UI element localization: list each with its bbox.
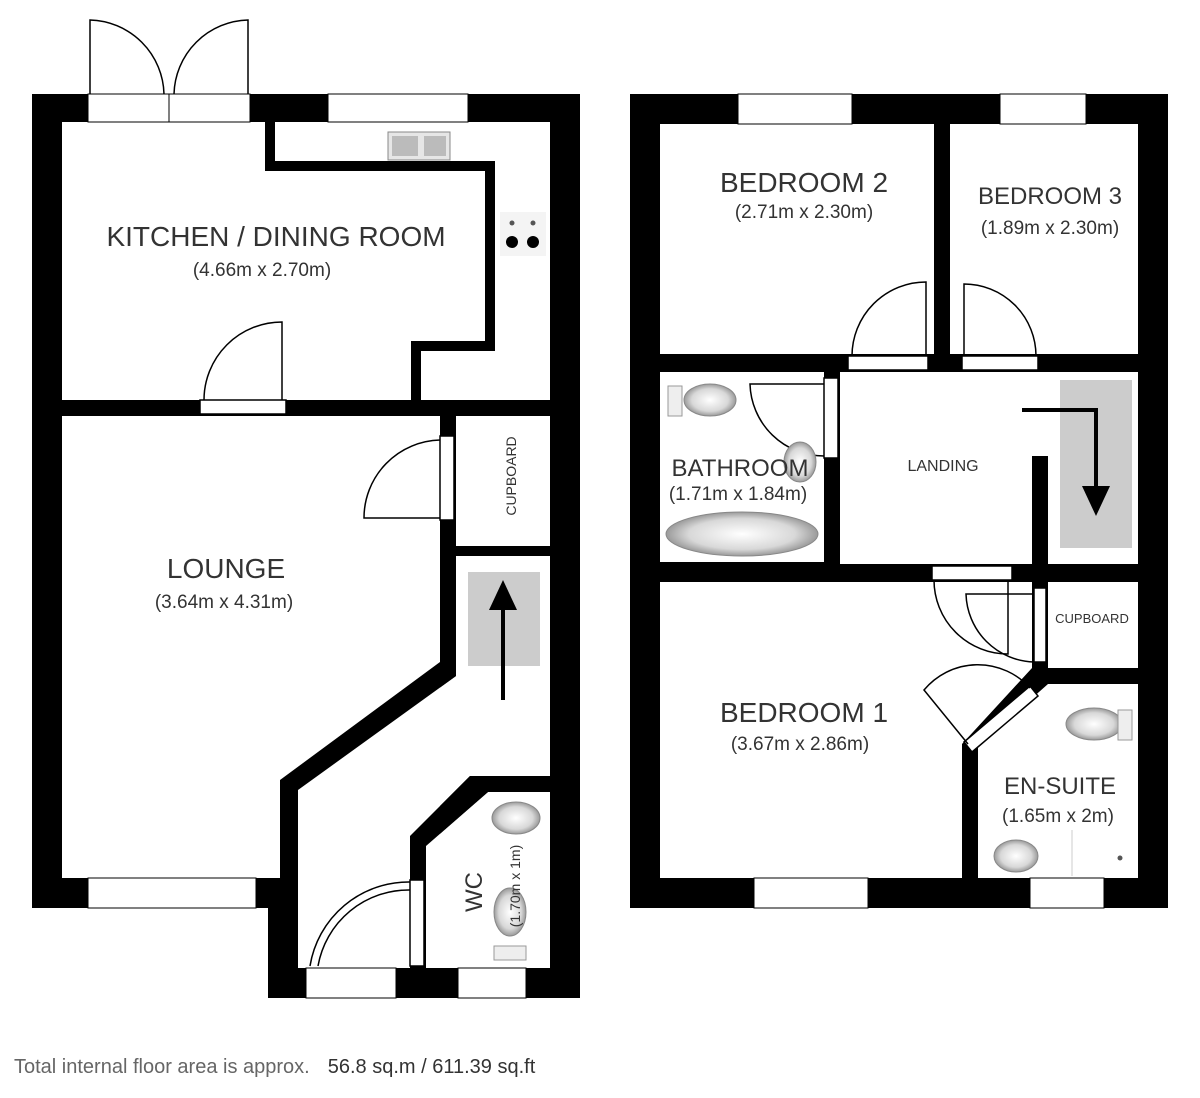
lounge-size: (3.64m x 4.31m) <box>155 592 293 613</box>
bedroom3-name: BEDROOM 3 <box>978 183 1122 210</box>
door-swing-icon <box>961 283 1039 371</box>
bedroom1-size: (3.67m x 2.86m) <box>731 734 869 755</box>
bath-icon <box>665 511 819 557</box>
door-swing-icon <box>923 663 1040 754</box>
sink-icon <box>491 801 541 835</box>
lounge-name: LOUNGE <box>167 553 285 584</box>
lounge-hall-diagonal-wall <box>280 546 456 968</box>
floor-area-footer: Total internal floor area is approx. 56.8… <box>14 1056 535 1079</box>
cupboard-ground-label: CUPBOARD <box>503 436 519 515</box>
stair-arrow-icon <box>489 580 517 700</box>
door-swing-icon <box>309 879 425 967</box>
toilet-icon <box>493 887 527 937</box>
cupboard-first-label: CUPBOARD <box>1055 611 1129 626</box>
window-icon <box>457 967 527 999</box>
wc-size: (1.70m x 1m) <box>507 845 523 927</box>
sink-icon <box>993 839 1039 873</box>
bathroom-name: BATHROOM <box>672 455 809 482</box>
floor-area-value: 56.8 sq.m / 611.39 sq.ft <box>327 1056 536 1078</box>
bathroom-size: (1.71m x 1.84m) <box>669 484 807 505</box>
window-icon <box>737 93 853 125</box>
door-swing-icon <box>749 377 839 459</box>
window-icon <box>327 93 469 123</box>
door-swing-icon <box>363 435 455 521</box>
toilet-icon <box>683 383 737 417</box>
wc-wall <box>410 776 550 968</box>
floor-area-text: Total internal floor area is approx. <box>14 1056 310 1078</box>
kitchen-name: KITCHEN / DINING ROOM <box>106 221 445 252</box>
kitchen-counter-wall <box>265 122 495 402</box>
bedroom2-name: BEDROOM 2 <box>720 167 888 198</box>
door-swing-icon <box>199 321 287 415</box>
ensuite-size: (1.65m x 2m) <box>1002 806 1114 827</box>
kitchen-sink-icon <box>387 131 451 161</box>
bedroom1-name: BEDROOM 1 <box>720 697 888 728</box>
landing-label: LANDING <box>907 458 978 475</box>
door-swing-icon <box>931 565 1013 655</box>
window-icon <box>753 877 869 909</box>
bedroom2-size: (2.71m x 2.30m) <box>735 202 873 223</box>
stair-arrow-icon <box>1022 408 1110 516</box>
ground-floor <box>32 19 580 999</box>
toilet-icon <box>1065 707 1123 741</box>
kitchen-lounge-wall <box>62 400 550 416</box>
sink-icon <box>783 441 817 483</box>
bedroom3-size: (1.89m x 2.30m) <box>981 218 1119 239</box>
window-icon <box>87 877 257 909</box>
wc-name: WC <box>461 872 488 912</box>
floor-plan: KITCHEN / DINING ROOM (4.66m x 2.70m) LO… <box>32 19 1168 999</box>
window-icon <box>999 93 1087 125</box>
hob-icon <box>500 212 546 256</box>
door-swing-icon <box>847 281 929 371</box>
ensuite-name: EN-SUITE <box>1004 773 1116 800</box>
first-floor <box>630 93 1168 909</box>
door-swing-icon <box>89 19 249 95</box>
kitchen-size: (4.66m x 2.70m) <box>193 260 331 281</box>
window-icon <box>305 967 397 999</box>
window-icon <box>1029 877 1105 909</box>
door-swing-icon <box>965 587 1047 663</box>
